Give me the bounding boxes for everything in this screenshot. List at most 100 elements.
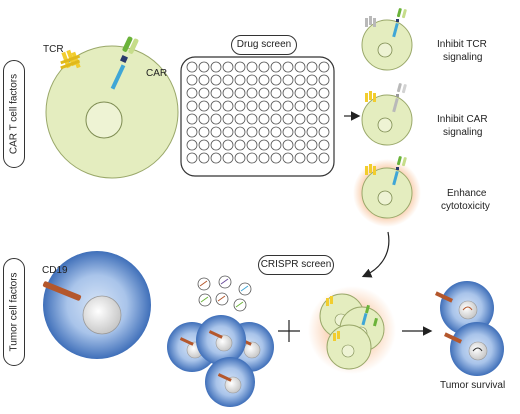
plate-well xyxy=(258,152,270,164)
tumor-cell-factors-label: Tumor cell factors xyxy=(8,272,20,352)
plate-well xyxy=(270,87,282,99)
plate-well xyxy=(306,139,318,151)
tumor-cell xyxy=(43,251,151,359)
plate-well xyxy=(198,126,210,138)
plate-well xyxy=(294,61,306,73)
enhance-label-1: Enhance xyxy=(447,188,487,199)
guide-circle xyxy=(218,275,232,289)
plate-well xyxy=(234,113,246,125)
plate-well xyxy=(270,113,282,125)
plate-well xyxy=(282,100,294,112)
plate-well xyxy=(246,100,258,112)
plate-well xyxy=(306,74,318,86)
plate-well xyxy=(210,100,222,112)
car-receptor-icon xyxy=(110,36,139,90)
plate-well xyxy=(210,139,222,151)
plate-well xyxy=(198,61,210,73)
inhibit-tcr-label-1: Inhibit TCR xyxy=(437,39,487,50)
plate-well xyxy=(246,74,258,86)
plate-well xyxy=(258,139,270,151)
active-car-icon xyxy=(392,8,407,38)
plate-well xyxy=(270,100,282,112)
plate-well xyxy=(246,113,258,125)
gray-car-icon xyxy=(392,83,407,113)
plate-well xyxy=(258,61,270,73)
plate-well xyxy=(198,74,210,86)
guide-circle xyxy=(233,298,247,312)
plate-well xyxy=(186,100,198,112)
plate-well xyxy=(210,152,222,164)
plate-well xyxy=(318,152,330,164)
plate-well xyxy=(282,87,294,99)
arrow-to-coculture xyxy=(361,231,390,278)
plate-well xyxy=(318,100,330,112)
plate-well xyxy=(318,113,330,125)
plate-well xyxy=(198,87,210,99)
plate-wells xyxy=(186,61,330,164)
plate-well xyxy=(258,113,270,125)
plate-well xyxy=(186,74,198,86)
plate-well xyxy=(198,113,210,125)
guide-circle xyxy=(215,292,229,306)
plate-well xyxy=(234,61,246,73)
outcome-cell-inhibit-car xyxy=(361,83,413,146)
plate-well xyxy=(306,113,318,125)
plate-well xyxy=(186,113,198,125)
inhibit-tcr-label-2: signaling xyxy=(443,52,483,63)
inhibit-car-label-2: signaling xyxy=(443,127,483,138)
plate-well xyxy=(222,139,234,151)
plate-well xyxy=(318,139,330,151)
plate-well xyxy=(222,126,234,138)
outcome-cell-enhance xyxy=(353,156,421,227)
cd19-label: CD19 xyxy=(42,265,68,276)
car-t-cell-factors-pill: CAR T cell factors xyxy=(3,60,25,168)
plate-well xyxy=(306,87,318,99)
guide-circle xyxy=(198,293,212,307)
plate-well xyxy=(306,61,318,73)
guide-circle xyxy=(197,277,211,291)
plate-well xyxy=(234,139,246,151)
plate-well xyxy=(270,139,282,151)
plate-well xyxy=(318,126,330,138)
plate-well xyxy=(198,100,210,112)
plate-well xyxy=(246,61,258,73)
plate-well xyxy=(210,126,222,138)
plate-well xyxy=(234,100,246,112)
tumor-cell-cluster xyxy=(167,315,274,407)
plate-well xyxy=(282,139,294,151)
tcr-label: TCR xyxy=(43,44,64,55)
plate-well xyxy=(222,74,234,86)
plate-well xyxy=(318,61,330,73)
drug-screen-pill: Drug screen xyxy=(231,35,297,55)
plate-well xyxy=(234,126,246,138)
plate-well xyxy=(294,87,306,99)
active-tcr-icon xyxy=(365,164,376,175)
gray-tcr-icon xyxy=(365,16,376,27)
plate-well xyxy=(282,113,294,125)
plate-well xyxy=(210,113,222,125)
plate-well xyxy=(222,152,234,164)
plate-well xyxy=(294,113,306,125)
plate-well xyxy=(282,152,294,164)
plate-well xyxy=(294,139,306,151)
tcr-receptor-icon xyxy=(60,49,81,70)
plate-well xyxy=(282,126,294,138)
plate-well xyxy=(222,100,234,112)
plate-well xyxy=(246,126,258,138)
car-label: CAR xyxy=(146,68,168,79)
enhance-label-2: cytotoxicity xyxy=(441,201,490,212)
plate-well xyxy=(258,74,270,86)
plate-well xyxy=(294,152,306,164)
plate-well xyxy=(198,152,210,164)
plate-well xyxy=(222,113,234,125)
plate-well xyxy=(282,61,294,73)
plate-well xyxy=(270,152,282,164)
plate-well xyxy=(246,152,258,164)
plate-well xyxy=(282,74,294,86)
surviving-tumor-cells xyxy=(434,281,504,376)
plate-well xyxy=(186,152,198,164)
plate-well xyxy=(258,87,270,99)
plate-well xyxy=(186,139,198,151)
